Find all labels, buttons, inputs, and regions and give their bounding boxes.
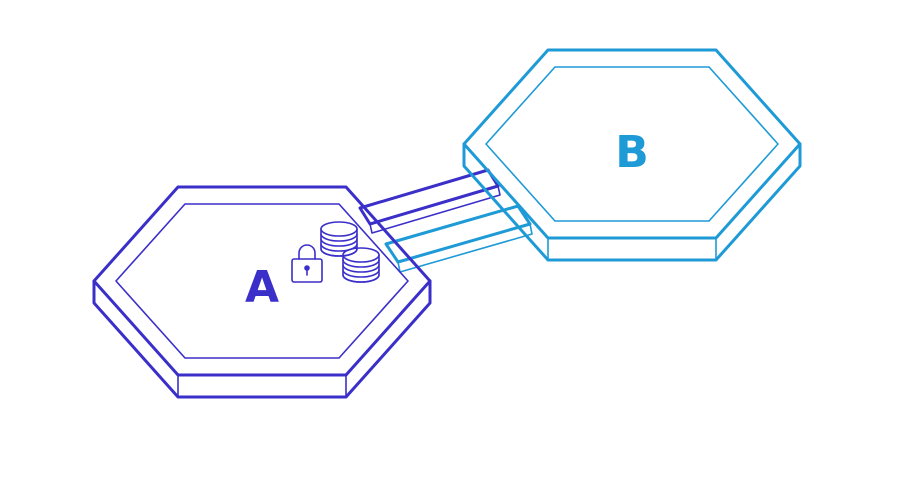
coin-stack-back	[320, 221, 358, 257]
platform-a-inset	[115, 203, 409, 359]
platform-a-side	[92, 279, 432, 399]
node-label-b: B	[615, 127, 649, 178]
bridge-rail-a	[358, 168, 501, 234]
bridge	[358, 168, 533, 273]
platform-b: B	[462, 48, 802, 262]
node-label-a: A	[245, 262, 279, 313]
platform-b-inset	[485, 66, 779, 222]
coin-stack-front	[342, 247, 380, 283]
platform-a: A	[92, 185, 432, 399]
coin-stack-icon	[320, 221, 380, 283]
lock-icon	[291, 244, 323, 283]
bridge-rail-b	[384, 204, 533, 273]
platform-b-side	[462, 142, 802, 262]
